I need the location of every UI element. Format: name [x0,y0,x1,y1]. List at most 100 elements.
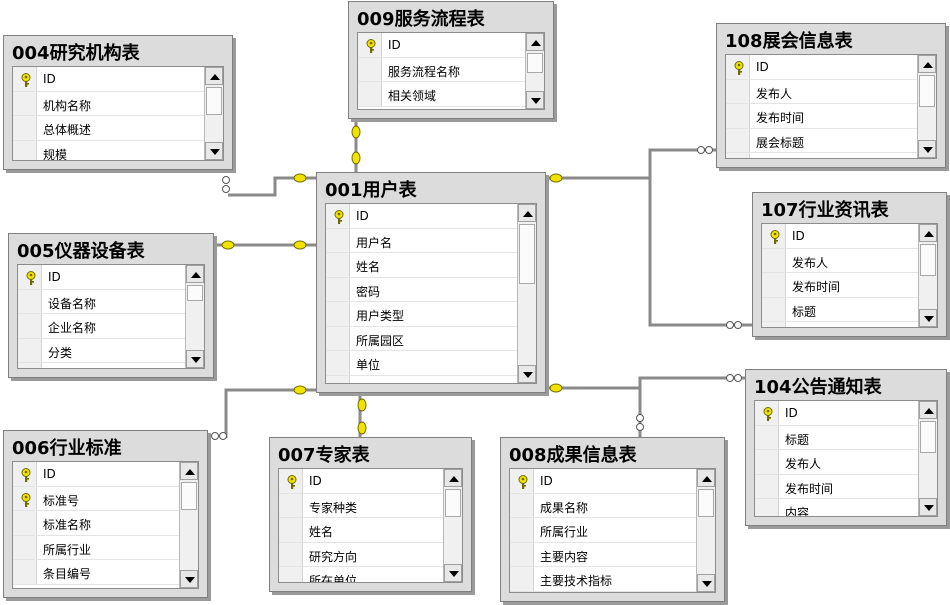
vertical-scrollbar[interactable] [517,204,536,383]
field-row[interactable]: 企业名称 [18,314,186,339]
row-selector[interactable] [726,104,750,128]
field-row[interactable]: ID [279,469,444,494]
field-row[interactable]: 规模 [13,140,205,160]
field-row[interactable]: 所在单位 [279,567,444,582]
scroll-down-arrow-icon[interactable] [919,309,937,327]
scroll-thumb[interactable] [527,53,543,73]
field-row[interactable]: 所属行业 [13,535,180,560]
field-row[interactable]: ID [762,224,919,249]
scroll-down-arrow-icon[interactable] [918,140,936,158]
field-row[interactable]: 专家种类 [279,493,444,518]
vertical-scrollbar[interactable] [443,469,462,582]
scroll-up-arrow-icon[interactable] [186,265,204,283]
field-row[interactable]: 用户类型 [326,302,518,327]
field-row[interactable]: 研究方向 [279,542,444,567]
scroll-down-arrow-icon[interactable] [205,142,223,160]
field-row[interactable]: 主要技术指标 [510,567,697,592]
row-selector[interactable] [358,82,382,106]
row-selector[interactable] [510,567,534,591]
row-selector[interactable] [326,375,350,383]
row-selector[interactable] [762,248,786,272]
scroll-up-arrow-icon[interactable] [918,55,936,73]
field-row[interactable]: 机构名称 [13,91,205,116]
vertical-scrollbar[interactable] [918,401,937,516]
field-row[interactable]: 主要内容 [510,542,697,567]
scroll-up-arrow-icon[interactable] [444,469,462,487]
row-selector[interactable] [326,277,350,301]
row-selector[interactable] [762,322,786,327]
field-row[interactable]: 发布人 [755,450,919,475]
vertical-scrollbar[interactable] [204,67,223,160]
row-selector[interactable] [13,91,37,115]
scroll-thumb[interactable] [187,285,203,301]
field-list[interactable]: ID发布人发布时间展会标题展会介绍 [725,54,937,159]
field-row[interactable]: 发布时间 [726,104,918,129]
vertical-scrollbar[interactable] [185,265,204,368]
scroll-thumb[interactable] [206,87,222,115]
row-selector[interactable] [279,493,303,517]
field-row[interactable]: 发布人 [726,79,918,104]
field-row[interactable]: ID [13,462,180,487]
row-selector[interactable] [13,116,37,140]
table-108[interactable]: 108展会信息表ID发布人发布时间展会标题展会介绍 [716,23,946,168]
field-row[interactable]: 所属园区 [326,326,518,351]
row-selector[interactable] [755,474,779,498]
field-row[interactable]: 发布时间 [762,273,919,298]
field-row[interactable]: 单位 [326,351,518,376]
table-005[interactable]: 005仪器设备表ID设备名称企业名称分类用途 [8,233,214,378]
row-selector[interactable] [13,511,37,535]
vertical-scrollbar[interactable] [696,469,715,592]
row-selector[interactable] [18,363,42,368]
field-list[interactable]: ID设备名称企业名称分类用途 [17,264,205,369]
vertical-scrollbar[interactable] [179,462,198,588]
row-selector[interactable] [755,425,779,449]
row-selector[interactable] [279,542,303,566]
scroll-up-arrow-icon[interactable] [518,204,536,222]
scroll-thumb[interactable] [445,489,461,517]
scroll-thumb[interactable] [519,224,535,284]
table-001[interactable]: 001用户表ID用户名姓名密码用户类型所属园区单位职务 [316,172,546,393]
scroll-thumb[interactable] [920,244,936,276]
row-selector[interactable] [279,567,303,582]
scroll-thumb[interactable] [919,75,935,107]
row-selector[interactable] [762,297,786,321]
field-row[interactable]: 姓名 [326,253,518,278]
row-selector[interactable] [755,450,779,474]
field-row[interactable]: 成果名称 [510,493,697,518]
row-selector[interactable] [326,228,350,252]
field-row[interactable]: 用途 [18,363,186,368]
scroll-down-arrow-icon[interactable] [444,564,462,582]
row-selector[interactable] [279,518,303,542]
scroll-up-arrow-icon[interactable] [697,469,715,487]
row-selector[interactable] [755,499,779,516]
row-selector[interactable] [726,79,750,103]
field-row[interactable]: ID [358,33,526,58]
field-row[interactable]: 发布人 [762,248,919,273]
field-row[interactable]: 密码 [326,277,518,302]
row-selector[interactable] [326,302,350,326]
row-selector[interactable] [13,535,37,559]
scroll-up-arrow-icon[interactable] [526,33,544,51]
field-row[interactable]: 设备名称 [18,289,186,314]
row-selector[interactable] [510,493,534,517]
row-selector[interactable] [18,314,42,338]
field-row[interactable]: ID [726,55,918,80]
field-row[interactable]: 内容 [755,499,919,516]
scroll-up-arrow-icon[interactable] [180,462,198,480]
scroll-down-arrow-icon[interactable] [518,365,536,383]
field-row[interactable]: 服务流程名称 [358,57,526,82]
field-row[interactable]: ID [13,67,205,92]
row-selector[interactable] [326,326,350,350]
scroll-up-arrow-icon[interactable] [919,401,937,419]
scroll-thumb[interactable] [920,421,936,453]
scroll-thumb[interactable] [181,482,197,510]
row-selector[interactable] [762,273,786,297]
field-row[interactable]: 标题 [755,425,919,450]
field-row[interactable]: 用户名 [326,228,518,253]
